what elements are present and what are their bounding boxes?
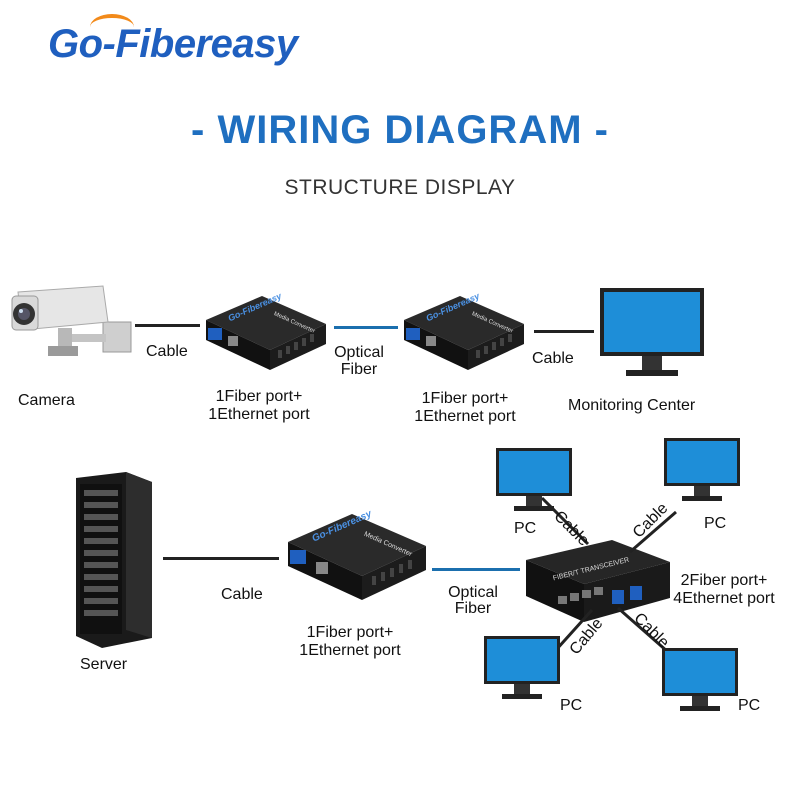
converter-ports-line1: 1Fiber port+ (421, 390, 509, 407)
pc-monitor-icon (482, 634, 562, 704)
switch-ports-line1: 2Fiber port+ (680, 572, 768, 589)
camera-icon (8, 282, 138, 362)
optical-label-2: Fiber (340, 361, 378, 378)
pc-monitor-icon (660, 646, 740, 716)
page-title: - WIRING DIAGRAM - (191, 108, 609, 152)
converter-ports-line2: 1Ethernet port (299, 642, 401, 659)
cable-label: Cable (221, 586, 263, 603)
pc-label: PC (514, 520, 537, 537)
cable-line (163, 557, 279, 560)
media-converter-icon (198, 292, 328, 372)
monitor-icon (598, 286, 708, 380)
pc-label: PC (560, 697, 583, 714)
server-label: Server (80, 656, 128, 673)
converter-ports-line2: 1Ethernet port (208, 406, 310, 423)
switch-ports-line2: 4Ethernet port (673, 590, 775, 607)
optical-label-1: Optical (448, 584, 498, 601)
converter-ports-line1: 1Fiber port+ (215, 388, 303, 405)
fiber-line (334, 326, 398, 329)
monitor-label: Monitoring Center (568, 397, 696, 414)
logo-swoosh (90, 14, 134, 40)
cable-line (135, 324, 200, 327)
fiber-switch-icon (522, 538, 672, 624)
media-converter-icon (280, 510, 430, 602)
converter-ports-line1: 1Fiber port+ (306, 624, 394, 641)
fiber-line (432, 568, 520, 571)
pc-monitor-icon (494, 446, 574, 516)
cable-lines (540, 496, 677, 654)
camera-label: Camera (18, 392, 75, 409)
converter-ports-line2: 1Ethernet port (414, 408, 516, 425)
pc-label: PC (704, 515, 727, 532)
page-subtitle: STRUCTURE DISPLAY (284, 176, 516, 199)
pc-label: PC (738, 697, 761, 714)
cable-label: Cable (146, 343, 188, 360)
brand-logo: Go-Fibereasy (48, 22, 298, 66)
pc-monitor-icon (662, 436, 742, 506)
media-converter-icon (396, 292, 526, 372)
optical-label-2: Fiber (454, 600, 492, 617)
cable-line (534, 330, 594, 333)
cable-label: Cable (532, 350, 574, 367)
optical-label-1: Optical (334, 344, 384, 361)
server-rack-icon (66, 472, 156, 648)
